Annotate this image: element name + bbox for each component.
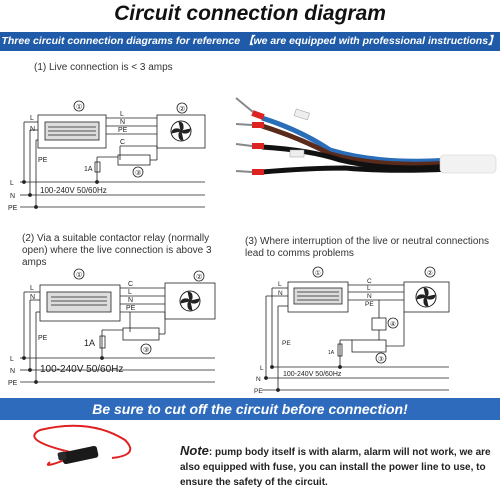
label-pe: PE — [118, 127, 128, 134]
label-pe: PE — [126, 305, 136, 312]
label-n: N — [10, 193, 15, 200]
label-l: L — [278, 281, 282, 288]
label-l: L — [128, 289, 132, 296]
diagram-2 — [20, 268, 216, 384]
label-pe: PE — [282, 340, 291, 347]
note-label: Note — [180, 443, 209, 458]
label-l: L — [30, 115, 34, 122]
label-l: L — [10, 180, 14, 187]
fuse-1a — [99, 335, 106, 349]
controller-box — [287, 281, 349, 313]
label-n: N — [256, 376, 261, 383]
label-pe: PE — [38, 157, 48, 164]
fuse-label: 1A — [328, 350, 335, 356]
marker-3: ③ — [378, 355, 384, 363]
label-l: L — [260, 365, 264, 372]
label-pe: PE — [38, 335, 48, 342]
pump-box — [403, 281, 450, 313]
marker-3: ③ — [135, 169, 141, 177]
label-c: C — [367, 278, 372, 285]
label-pe: PE — [8, 205, 18, 212]
marker-4: ④ — [390, 320, 396, 328]
reference-banner: Three circuit connection diagrams for re… — [0, 32, 500, 51]
cable-photo — [235, 97, 497, 175]
label-n: N — [120, 119, 125, 126]
fuse-label: 1A — [84, 166, 93, 173]
supply-label: 100-240V 50/60Hz — [283, 371, 342, 378]
diagram-3-labels: ① ② ④ ③ L N C L N PE PE 1A L N PE 100-24… — [254, 269, 433, 395]
marker-1: ① — [76, 271, 82, 279]
marker-1: ① — [76, 103, 82, 111]
note-body: : pump body itself is with alarm, alarm … — [180, 447, 491, 488]
label-n: N — [128, 297, 133, 304]
label-n: N — [10, 368, 15, 375]
diagram-3-caption: (3) Where interruption of the live or ne… — [245, 236, 490, 259]
label-l: L — [30, 285, 34, 292]
controller-box — [37, 114, 107, 149]
marker-2: ② — [179, 105, 185, 113]
label-c: C — [120, 139, 125, 146]
label-l: L — [10, 356, 14, 363]
label-n: N — [278, 290, 283, 297]
label-n: N — [30, 126, 35, 133]
relay-4 — [371, 317, 387, 331]
page-title: Circuit connection diagram — [114, 2, 386, 25]
label-n: N — [367, 293, 372, 300]
diagram-2-labels: ① ② ③ L N C L N PE PE 1A L N PE 100-240V… — [8, 271, 202, 387]
warning-banner: Be sure to cut off the circuit before co… — [0, 398, 500, 420]
label-l: L — [120, 111, 124, 118]
marker-2: ② — [196, 273, 202, 281]
supply-label: 100-240V 50/60Hz — [40, 186, 107, 195]
diagram-1-caption: (1) Live connection is < 3 amps — [34, 62, 173, 73]
controller-box — [39, 284, 121, 322]
pump-box — [156, 114, 206, 149]
note-text: Note: pump body itself is with alarm, al… — [180, 443, 492, 490]
marker-3: ③ — [143, 346, 149, 354]
pump-box — [164, 282, 216, 320]
relay-3 — [351, 339, 387, 353]
label-l: L — [367, 285, 371, 292]
label-n: N — [30, 294, 35, 301]
diagram-1 — [20, 100, 206, 209]
label-pe: PE — [8, 380, 18, 387]
diagram-1-labels: ① ② ③ L N L N PE C PE 1A L N PE 100-240V… — [8, 103, 185, 212]
diagram-2-caption: (2) Via a suitable contactor relay (norm… — [22, 233, 212, 268]
marker-1: ① — [315, 269, 321, 277]
supply-label: 100-240V 50/60Hz — [40, 364, 123, 375]
marker-2: ② — [427, 269, 433, 277]
fuse-1a — [94, 161, 101, 173]
label-pe: PE — [254, 388, 263, 395]
label-c: C — [128, 281, 133, 288]
relay-3 — [117, 154, 151, 166]
fuse-holder-photo — [33, 424, 132, 466]
label-pe: PE — [365, 301, 374, 308]
diagram-3 — [262, 266, 450, 392]
relay-3 — [122, 327, 160, 341]
fuse-label: 1A — [84, 338, 95, 348]
